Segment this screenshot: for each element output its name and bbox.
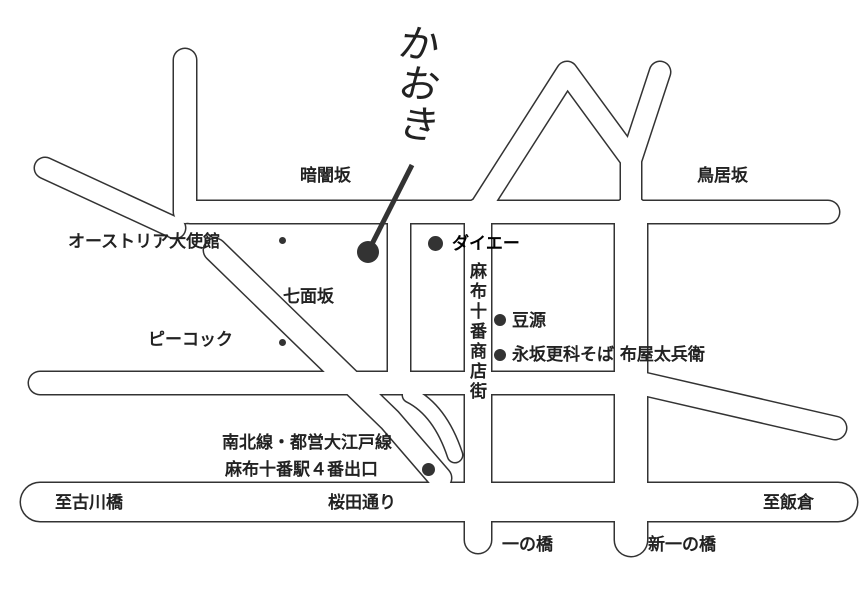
landmark-dot [428,236,443,251]
road [621,62,670,222]
station-exit-dot [422,463,435,476]
landmark-dot [494,314,506,326]
shop-location-marker [357,241,379,263]
road-label-kurayamizaka: 暗闇坂 [300,166,351,186]
road-label-toriizaka: 鳥居坂 [697,166,748,186]
road [35,158,185,238]
road [403,388,462,462]
station-line-label: 南北線・都営大江戸線 [222,433,392,453]
landmark-austria-embassy: オーストリア大使館 [68,232,221,252]
landmark-dot [279,339,286,346]
road-label-ichinohashi: 一の橋 [502,535,553,555]
landmark-sarashina: 永坂更科そば 布屋太兵衛 [512,345,705,365]
landmark-mamegen: 豆源 [512,311,546,331]
station-exit-label: 麻布十番駅４番出口 [225,460,378,480]
road [472,62,640,215]
shop-logo: かおき [389,18,435,146]
landmark-dot [494,349,506,361]
road-label-to-furukawabashi: 至古川橋 [55,493,123,513]
road [204,239,451,489]
road-label-to-iikura: 至飯倉 [763,493,814,513]
road-label-shin-ichinohashi: 新一の橋 [648,535,716,555]
road-label-sakurada: 桜田通り [328,493,396,513]
landmark-peacock: ピーコック [148,330,233,350]
road-label-shichimenzaka: 七面坂 [283,287,334,307]
road-label-shopping-street: 麻布十番商店街 [466,262,486,402]
location-pointer [367,163,415,250]
landmark-dot [279,237,286,244]
landmark-daiei: ダイエー [452,234,520,254]
